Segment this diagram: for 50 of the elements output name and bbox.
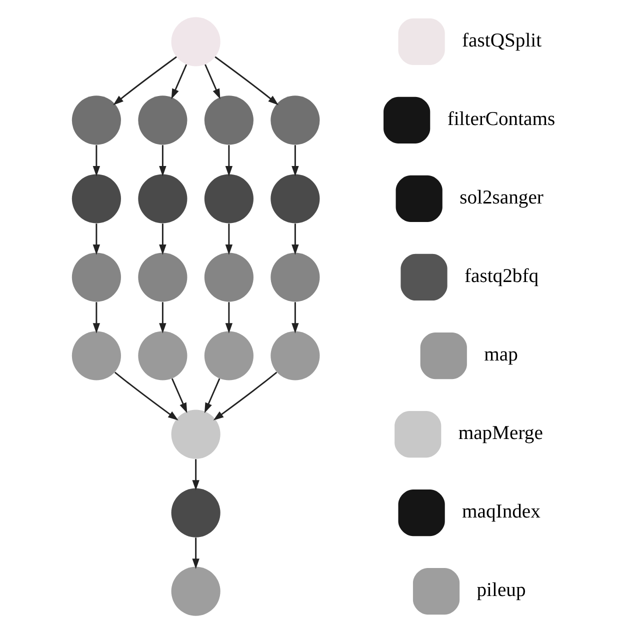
- node-circle: [171, 566, 220, 616]
- arrow: [292, 224, 299, 255]
- legend-label: pileup: [476, 580, 526, 601]
- arrow: [171, 378, 188, 414]
- node-circle: [270, 96, 320, 145]
- arrow: [92, 302, 100, 334]
- node-circle: [204, 96, 254, 145]
- node-circle: [138, 174, 188, 224]
- node-circle: [204, 331, 254, 380]
- legend-label: sol2sanger: [460, 187, 544, 208]
- legend-label: filterContams: [447, 108, 556, 130]
- arrow: [113, 56, 177, 106]
- arrow: [225, 302, 233, 334]
- arrow: [204, 378, 220, 414]
- node-circle: [171, 410, 220, 459]
- arrow: [159, 145, 166, 176]
- arrow: [225, 145, 233, 176]
- arrow: [171, 64, 188, 100]
- node-circle: [204, 174, 254, 224]
- arrow: [192, 538, 200, 569]
- node-circle: [72, 96, 121, 145]
- arrow: [159, 224, 166, 255]
- node-circle: [72, 174, 121, 224]
- legend-label: fastQSplit: [462, 30, 542, 52]
- arrow: [204, 64, 220, 100]
- node-circle: [72, 252, 121, 302]
- arrow: [292, 302, 299, 334]
- arrow: [92, 145, 100, 176]
- node-circle: [270, 252, 320, 302]
- node-circle: [138, 96, 188, 145]
- node-circle: [72, 331, 121, 380]
- arrow: [192, 459, 200, 490]
- arrow: [92, 224, 100, 255]
- legend-label: maqIndex: [462, 501, 540, 522]
- node-circle: [138, 252, 188, 302]
- node-circle: [204, 252, 254, 302]
- legend-label: mapMerge: [458, 422, 543, 444]
- arrow: [114, 372, 178, 420]
- arrow: [225, 224, 233, 255]
- node-circle: [171, 488, 220, 538]
- node-circle: [171, 17, 220, 66]
- arrow: [159, 302, 166, 334]
- node-circle: [270, 174, 320, 224]
- arrow: [292, 145, 299, 176]
- legend-label: fastq2bfq: [464, 266, 539, 287]
- legend-label: map: [484, 344, 518, 366]
- arrow: [214, 56, 278, 106]
- node-circle: [138, 331, 188, 380]
- arrow: [213, 372, 278, 420]
- node-circle: [270, 331, 320, 380]
